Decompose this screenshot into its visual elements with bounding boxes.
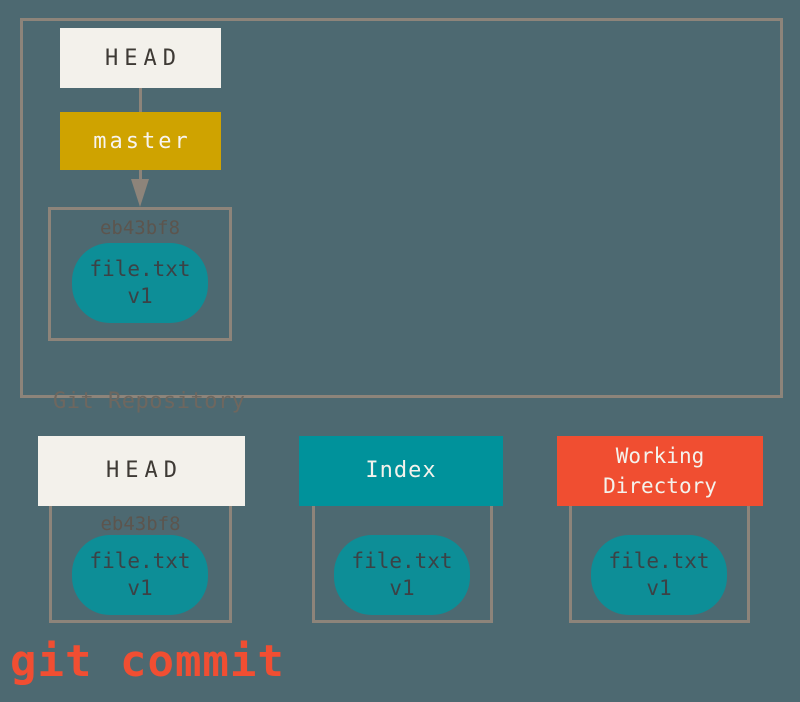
file-name: file.txt bbox=[608, 549, 710, 573]
file-name: file.txt bbox=[89, 257, 191, 281]
working-directory-column-title: Working Directory bbox=[603, 444, 717, 498]
file-version: v1 bbox=[389, 576, 415, 600]
head-column-title: HEAD bbox=[106, 458, 183, 483]
working-directory-snapshot-box bbox=[569, 506, 750, 623]
git-command-caption: git commit bbox=[10, 636, 285, 687]
file-name: file.txt bbox=[351, 549, 453, 573]
file-blob-head: file.txt v1 bbox=[72, 535, 208, 615]
head-column-header: HEAD bbox=[38, 436, 245, 506]
head-snapshot-hash: eb43bf8 bbox=[100, 513, 181, 535]
commit-box: eb43bf8 file.txt v1 bbox=[48, 207, 232, 341]
index-column-title: Index bbox=[365, 458, 437, 483]
working-directory-column-header: Working Directory bbox=[557, 436, 763, 506]
file-version: v1 bbox=[127, 284, 153, 308]
head-ref-box: HEAD bbox=[60, 28, 221, 88]
git-repository-label: Git Repository bbox=[53, 389, 246, 414]
master-branch-label: master bbox=[93, 128, 191, 154]
file-version: v1 bbox=[127, 576, 153, 600]
head-ref-label: HEAD bbox=[105, 45, 182, 71]
index-column-header: Index bbox=[299, 436, 503, 506]
file-blob-working-directory: file.txt v1 bbox=[591, 535, 727, 615]
master-branch-box: master bbox=[60, 112, 221, 170]
git-repository-box: Git Repository bbox=[20, 18, 783, 414]
master-to-commit-connector bbox=[139, 170, 142, 182]
file-version: v1 bbox=[646, 576, 672, 600]
file-blob-commit: file.txt v1 bbox=[72, 243, 208, 323]
head-snapshot-box: eb43bf8 bbox=[49, 506, 232, 623]
file-name: file.txt bbox=[89, 549, 191, 573]
commit-hash-label: eb43bf8 bbox=[99, 217, 181, 239]
file-blob-index: file.txt v1 bbox=[334, 535, 470, 615]
arrow-down-icon bbox=[131, 179, 149, 207]
head-to-master-connector bbox=[139, 88, 142, 112]
index-snapshot-box bbox=[312, 506, 493, 623]
